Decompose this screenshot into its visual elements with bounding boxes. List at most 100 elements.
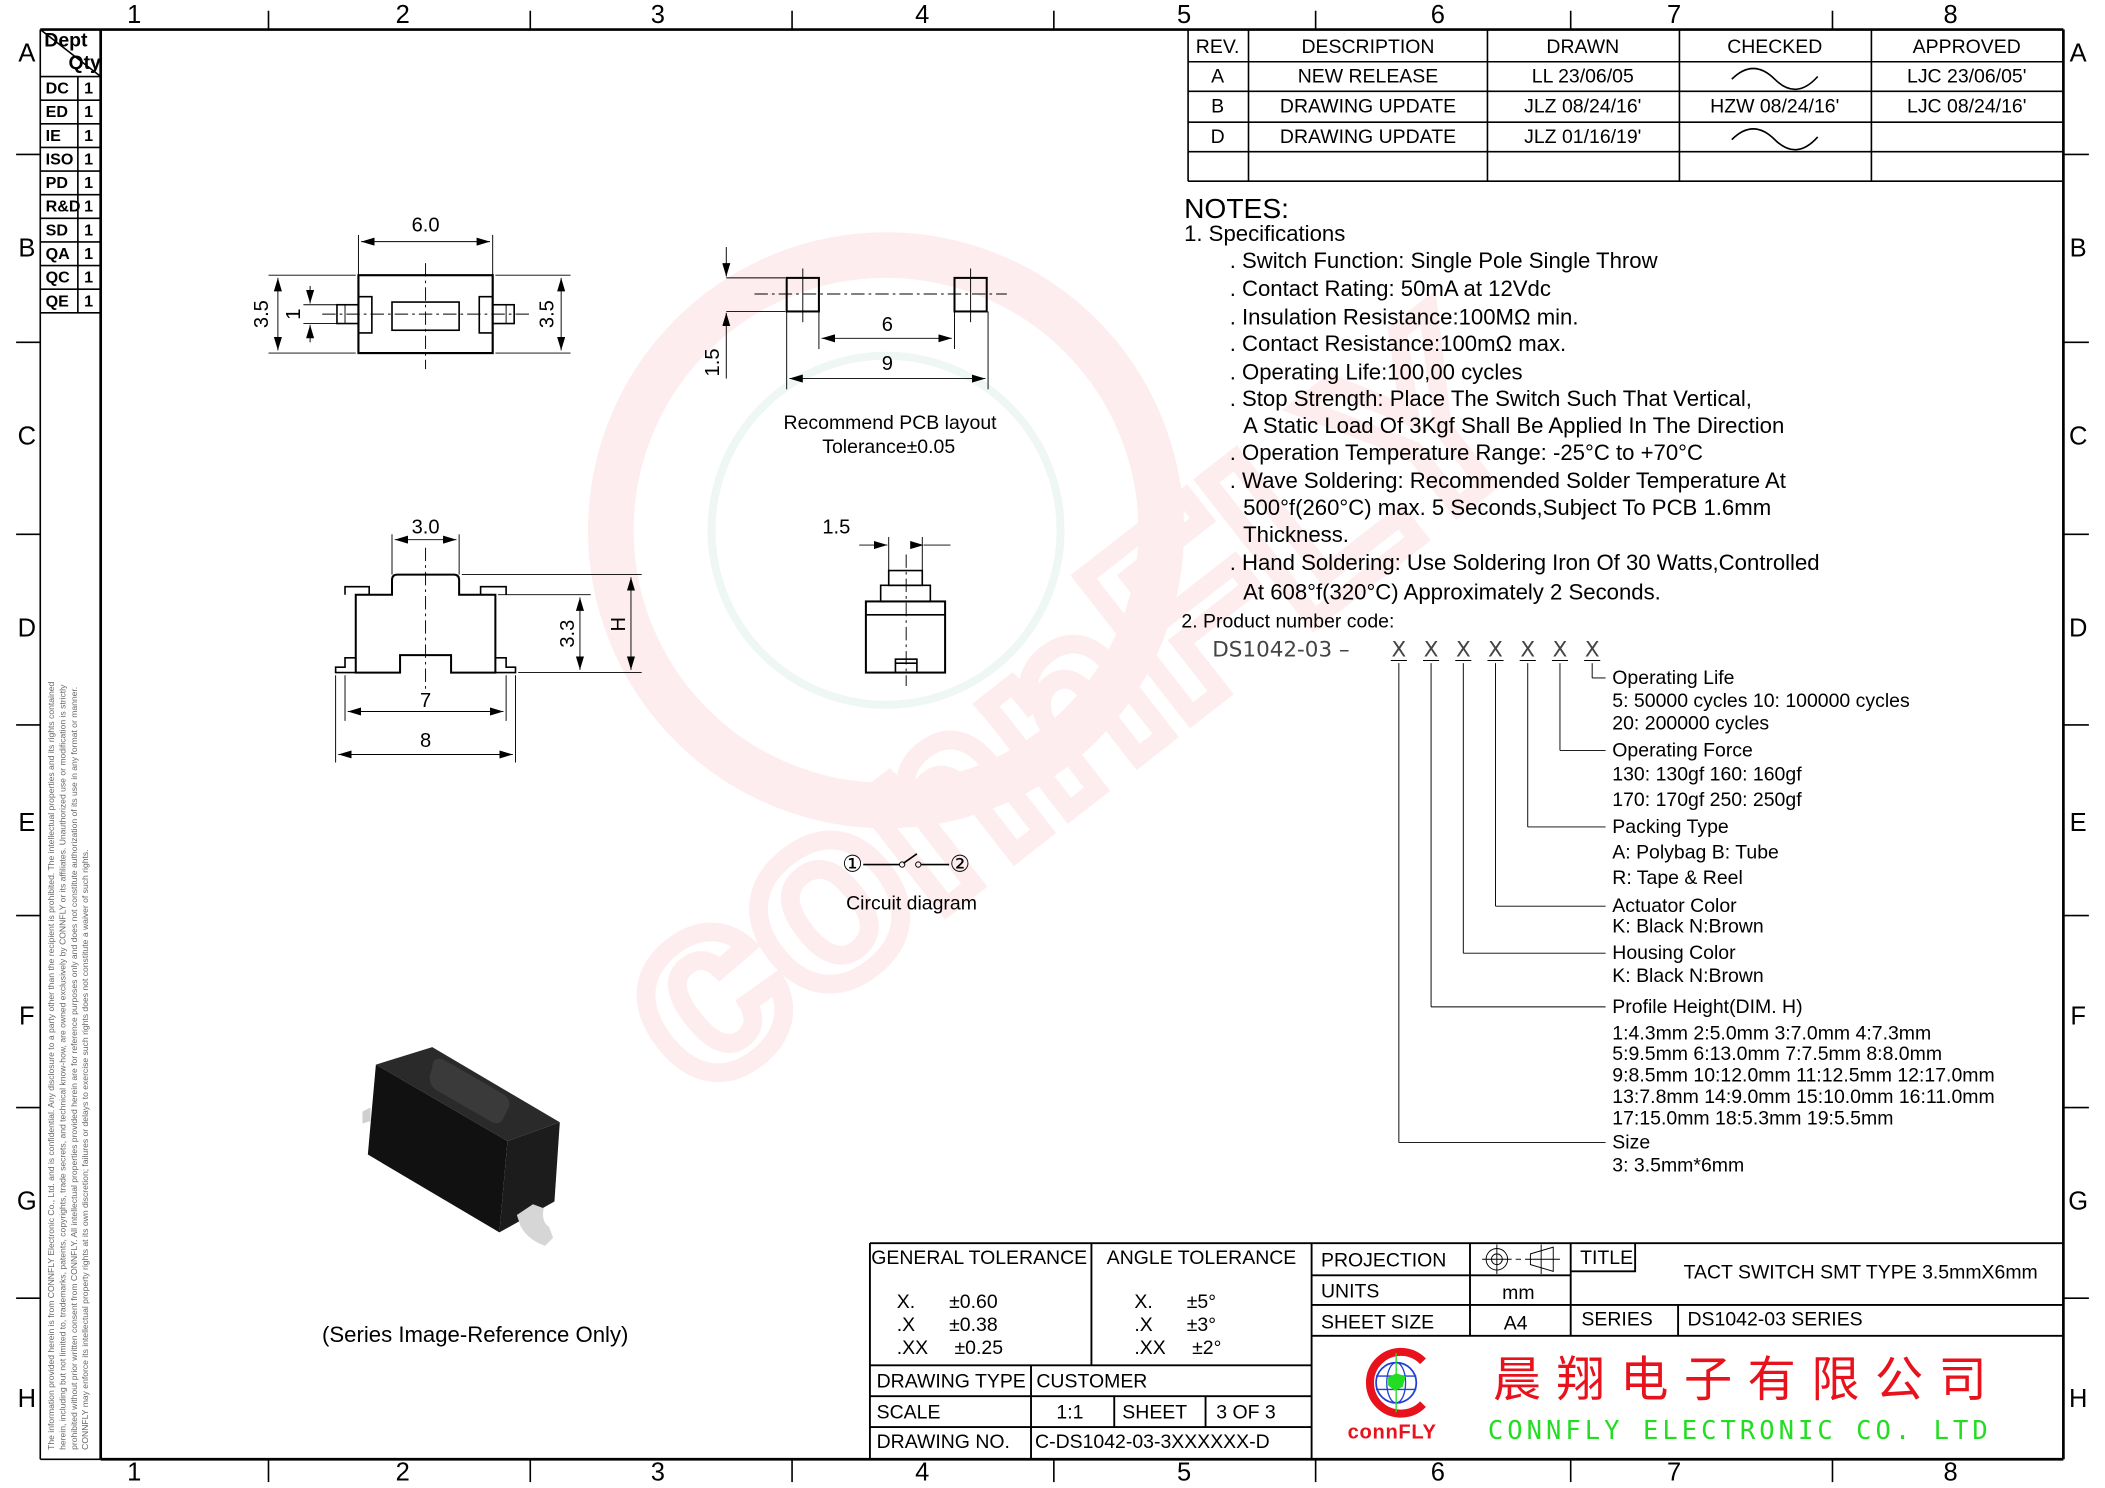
product-image <box>362 1047 560 1246</box>
spec-line: . Operating Life:100,00 cycles <box>1230 359 1523 384</box>
zone-column-label: 7 <box>1667 1459 1681 1487</box>
drawing-type-value: CUSTOMER <box>1036 1370 1147 1392</box>
zone-row-label: D <box>2069 614 2087 642</box>
general-tolerance-value: ±0.38 <box>949 1314 998 1336</box>
disclaimer-line: herein, including but not limited to, tr… <box>57 684 67 1450</box>
code-field-title: Operating Force <box>1612 739 1753 761</box>
notes-section-product-code: 2. Product number code: <box>1181 611 1394 633</box>
dept-qty: 1 <box>84 174 93 192</box>
code-placeholder: X <box>1520 637 1535 662</box>
checked-signature-icon <box>1731 128 1819 151</box>
revision-description: DRAWING UPDATE <box>1280 126 1456 148</box>
zone-column-label: 5 <box>1177 1 1191 29</box>
spec-line: A Static Load Of 3Kgf Shall Be Applied I… <box>1243 413 1784 438</box>
zone-row-label: F <box>2070 1002 2086 1030</box>
code-placeholder: X <box>1553 637 1568 662</box>
title-label: TITLE <box>1580 1247 1633 1269</box>
disclaimer-line: CONNFLY may enforce its intellectual pro… <box>80 849 90 1449</box>
code-field-option: 5: 50000 cycles 10: 100000 cycles <box>1612 690 1910 712</box>
drawing-type-label: DRAWING TYPE <box>877 1370 1026 1392</box>
angle-tolerance-label: ANGLE TOLERANCE <box>1107 1247 1297 1269</box>
code-field-option: 170: 170gf 250: 250gf <box>1612 789 1802 811</box>
drawing-no-value: C-DS1042-03-3XXXXXX-D <box>1035 1431 1270 1453</box>
dept-name: QA <box>46 245 71 263</box>
spec-line: . Insulation Resistance:100MΩ min. <box>1230 304 1579 329</box>
code-field-option: R: Tape & Reel <box>1612 867 1742 889</box>
projection-label: PROJECTION <box>1321 1250 1446 1272</box>
dept-name: SD <box>46 221 68 239</box>
dept-qty: 1 <box>84 127 93 145</box>
scale-label: SCALE <box>877 1401 941 1423</box>
code-field-option: 17:15.0mm 18:5.3mm 19:5.5mm <box>1612 1107 1893 1129</box>
dim-actuator-3-0: 3.0 <box>412 517 440 539</box>
company-name-chinese: 晨 翔 电 子 有 限 公 司 <box>1493 1352 1987 1408</box>
dim-height-right: 3.5 <box>537 300 559 328</box>
angle-tolerance-value: ±5° <box>1187 1291 1216 1313</box>
spec-line: . Switch Function: Single Pole Single Th… <box>1230 248 1659 273</box>
angle-tolerance-value: ±2° <box>1192 1337 1221 1359</box>
code-field-option: K: Black N:Brown <box>1612 965 1763 987</box>
company-name-english: CONNFLY ELECTRONIC CO. LTD <box>1488 1416 1992 1446</box>
dept-name: QC <box>46 269 71 287</box>
sheet-label: SHEET <box>1122 1401 1187 1423</box>
dim-terminal: 1 <box>283 309 305 320</box>
zone-column-label: 8 <box>1944 1459 1958 1487</box>
zone-row-label: C <box>18 422 36 450</box>
dim-front-actuator-1-5: 1.5 <box>822 517 850 539</box>
zone-row-label: F <box>19 1002 35 1030</box>
general-tolerance-key: .X <box>897 1314 915 1336</box>
zone-column-label: 6 <box>1431 1 1445 29</box>
spec-line: . Wave Soldering: Recommended Solder Tem… <box>1230 468 1786 493</box>
disclaimer-line: prohibited without prior written consent… <box>69 687 79 1450</box>
zone-column-label: 6 <box>1431 1459 1445 1487</box>
dept-qty: 1 <box>84 198 93 216</box>
circuit-diagram: ① ② Circuit diagram <box>842 852 977 915</box>
dim-inner-6: 6 <box>882 314 893 336</box>
code-placeholder: X <box>1488 637 1503 662</box>
revision-header: REV. <box>1196 36 1240 58</box>
zone-column-label: 4 <box>915 1 929 29</box>
revision-checked: HZW 08/24/16' <box>1710 96 1839 118</box>
notes: NOTES: 1. Specifications 2. Product numb… <box>1181 192 1819 632</box>
dept-header: Dept <box>44 29 88 51</box>
zone-column-label: 5 <box>1177 1459 1191 1487</box>
revision-drawn: JLZ 08/24/16' <box>1524 96 1641 118</box>
code-field-title: Actuator Color <box>1612 895 1737 917</box>
zone-row-label: B <box>18 234 35 262</box>
notes-section-specifications: 1. Specifications <box>1184 221 1345 246</box>
units-value: mm <box>1502 1282 1534 1304</box>
code-placeholder: X <box>1456 637 1471 662</box>
zone-column-label: 1 <box>127 1 141 29</box>
circuit-pin-2: ② <box>950 852 970 878</box>
logo-wordmark: connFLY <box>1348 1421 1437 1443</box>
zone-row-label: D <box>18 614 36 642</box>
spec-line: . Contact Resistance:100mΩ max. <box>1230 331 1567 356</box>
revision-description: NEW RELEASE <box>1298 66 1439 88</box>
revision-header: CHECKED <box>1727 36 1822 58</box>
sheet-size-value: A4 <box>1504 1313 1528 1335</box>
zone-row-label: H <box>18 1385 36 1413</box>
spec-line: Thickness. <box>1243 522 1349 547</box>
sheet-size-label: SHEET SIZE <box>1321 1311 1434 1333</box>
dim-width-6: 6.0 <box>412 215 440 237</box>
dept-name: DC <box>46 80 70 98</box>
zone-column-label: 2 <box>396 1 410 29</box>
dept-qty: 1 <box>84 80 93 98</box>
code-field-title: Packing Type <box>1612 816 1728 838</box>
dim-outer-9: 9 <box>882 353 893 375</box>
third-angle-projection-icon <box>1482 1244 1560 1275</box>
dept-qty: 1 <box>84 150 93 168</box>
revision-drawn: JLZ 01/16/19' <box>1524 126 1641 148</box>
revision-header: DESCRIPTION <box>1302 36 1435 58</box>
units-label: UNITS <box>1321 1280 1379 1302</box>
code-field-option: 3: 3.5mm*6mm <box>1612 1154 1744 1176</box>
dept-name: QE <box>46 292 70 310</box>
revision-drawn: LL 23/06/05 <box>1532 66 1634 88</box>
pcb-layout-tolerance: Tolerance±0.05 <box>822 436 955 458</box>
code-field-option: 1:4.3mm 2:5.0mm 3:7.0mm 4:7.3mm <box>1612 1023 1931 1045</box>
code-field-title: Profile Height(DIM. H) <box>1612 996 1802 1018</box>
pcb-layout-caption: Recommend PCB layout <box>784 412 998 434</box>
dim-pad-1-5: 1.5 <box>702 348 724 376</box>
